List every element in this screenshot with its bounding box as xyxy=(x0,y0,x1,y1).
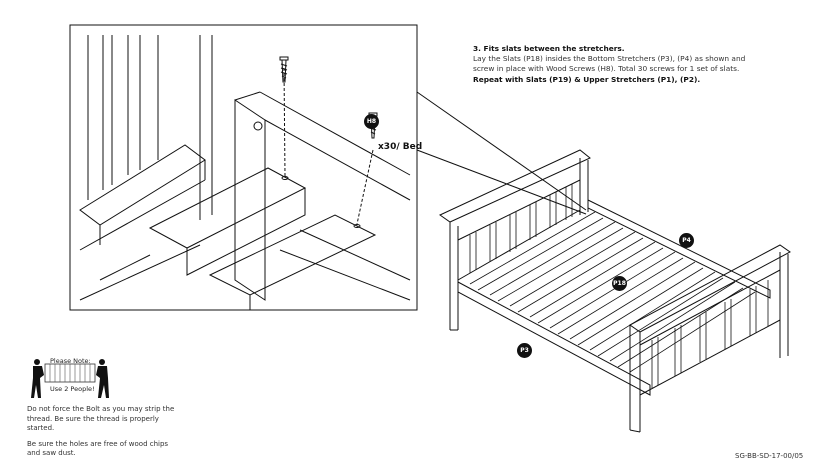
screw-icon xyxy=(279,56,289,83)
step-text-line1: Lay the Slats (P18) insides the Bottom S… xyxy=(473,54,746,64)
part-p18-badge: P18 xyxy=(612,276,627,291)
step-heading: 3. Fits slats between the stretchers. xyxy=(473,44,625,53)
part-p4-badge: P4 xyxy=(679,233,694,248)
note-text-holes: Be sure the holes are free of wood chips… xyxy=(27,439,169,458)
instruction-step: 3. Fits slats between the stretchers. La… xyxy=(473,44,803,85)
please-note-label: Please Note: xyxy=(50,357,91,365)
two-people-icon xyxy=(31,359,109,398)
document-code: SG-BB-SD-17-00/05 xyxy=(735,452,804,460)
step-text-line2: screw in place with Wood Screws (H8). To… xyxy=(473,64,740,74)
note-text-bolt: Do not force the Bolt as you may strip t… xyxy=(27,405,175,432)
step-repeat: Repeat with Slats (P19) & Upper Stretche… xyxy=(473,74,701,84)
safety-note: Do not force the Bolt as you may strip t… xyxy=(27,405,179,465)
part-p3-badge: P3 xyxy=(517,343,532,358)
screw-h8-badge: H8 xyxy=(364,114,379,129)
detail-inset-frame xyxy=(69,24,418,311)
screw-quantity: x30/ Bed xyxy=(378,142,423,152)
bed-illustration xyxy=(439,149,791,433)
use-two-people-label: Use 2 People! xyxy=(50,385,95,393)
